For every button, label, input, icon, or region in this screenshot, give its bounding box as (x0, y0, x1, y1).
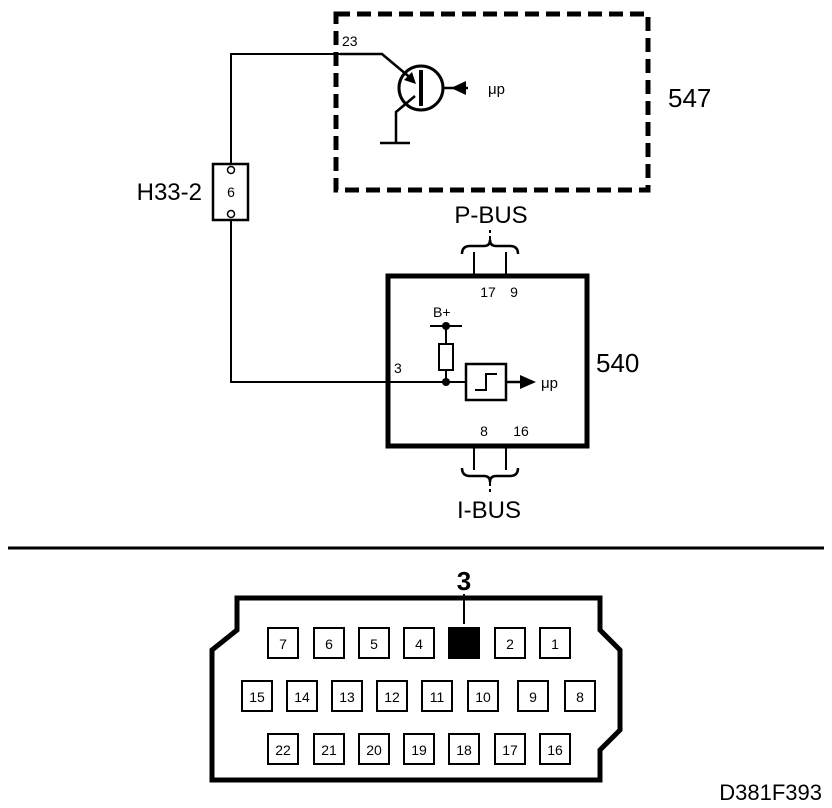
connector-pin (467, 680, 499, 712)
connector-pin (448, 733, 480, 765)
ibus-pin-8: 8 (480, 423, 488, 439)
connector-pin-label: 12 (384, 689, 400, 705)
connector-pin-label: 6 (325, 636, 333, 652)
connector-pin (564, 680, 596, 712)
pbus-pin-17: 17 (480, 284, 496, 300)
connector-pin-label: 2 (506, 636, 514, 652)
connector-pin-label: 16 (547, 742, 563, 758)
connector-pin-label: 7 (279, 636, 287, 652)
connector-pin (403, 733, 435, 765)
supply-label: B+ (433, 304, 451, 320)
connector-pin (421, 680, 453, 712)
connector-face-outline (209, 595, 623, 783)
i-bus-label: I-BUS (457, 497, 521, 524)
module-547-box (333, 11, 651, 193)
ibus-pin-16: 16 (513, 423, 529, 439)
connector-pin (517, 680, 549, 712)
connector-pin-label: 1 (551, 636, 559, 652)
module-540-box (385, 273, 590, 449)
connector-pin-label: 9 (529, 689, 537, 705)
output-arrow-icon (520, 375, 536, 389)
pbus-pin-9: 9 (510, 284, 518, 300)
module-547-signal-label: μp (488, 81, 505, 98)
connector-pin (494, 627, 526, 659)
connector-pin-highlighted (448, 627, 480, 659)
connector-pin (539, 627, 571, 659)
connector-pin (494, 733, 526, 765)
connector-h33-pin: 6 (227, 184, 235, 200)
connector-pin (403, 627, 435, 659)
wire-547-to-h33 (230, 53, 340, 166)
connector-pin (358, 627, 390, 659)
connector-pin (241, 680, 273, 712)
connector-h33 (211, 162, 250, 222)
transistor-icon (340, 52, 468, 145)
connector-pin-label: 13 (339, 689, 355, 705)
schmitt-trigger-icon (464, 362, 508, 402)
connector-pin (267, 627, 299, 659)
connector-pin-label: 14 (294, 689, 310, 705)
connector-pin-label: 5 (370, 636, 378, 652)
p-bus-label: P-BUS (454, 202, 527, 229)
ibus-brace-icon (460, 467, 520, 483)
module-540-input-pin: 3 (394, 360, 402, 376)
connector-pin (358, 733, 390, 765)
connector-pin-label: 20 (366, 742, 382, 758)
connector-pin-label: 22 (275, 742, 291, 758)
connector-h33-label: H33-2 (137, 179, 202, 206)
module-547-label: 547 (668, 83, 711, 113)
connector-pin-label: 11 (430, 689, 445, 705)
connector-pin (376, 680, 408, 712)
module-540-label: 540 (596, 348, 639, 378)
connector-pin (331, 680, 363, 712)
connector-pin-label: 18 (456, 742, 472, 758)
wire-h33-to-540 (230, 218, 388, 383)
module-547-pin-label: 23 (342, 33, 358, 49)
connector-pin-label: 8 (576, 689, 584, 705)
pbus-brace-icon (460, 239, 520, 255)
connector-pin-label: 4 (415, 636, 423, 652)
figure-code: D381F393 (719, 780, 822, 805)
connector-pin (267, 733, 299, 765)
connector-pin-label: 21 (321, 742, 337, 758)
connector-face-highlight-label: 3 (457, 566, 471, 596)
module-540-signal-label: μp (541, 375, 558, 392)
connector-pin (286, 680, 318, 712)
connector-pin (313, 627, 345, 659)
connector-pin (313, 733, 345, 765)
connector-pin-label: 17 (502, 742, 518, 758)
connector-pin (539, 733, 571, 765)
connector-pin-label: 15 (249, 689, 265, 705)
connector-pin-label: 19 (411, 742, 427, 758)
connector-pin-label: 10 (475, 689, 491, 705)
resistor-icon (438, 343, 454, 371)
